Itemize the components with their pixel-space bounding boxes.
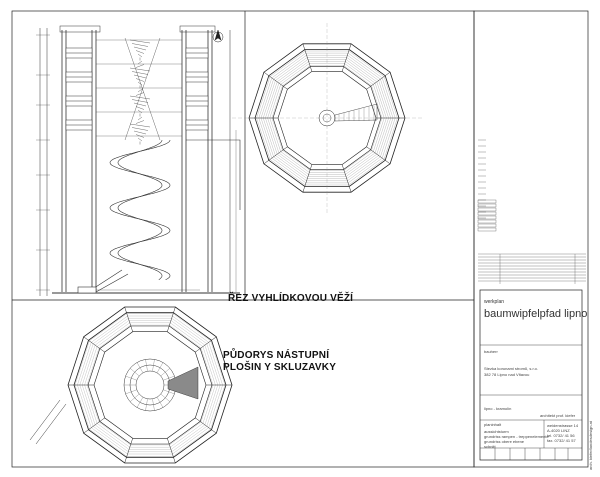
title-block-lines [480,344,582,460]
contact-line1: weidenstrasse 14 [547,423,579,428]
content-line4: schnitt [484,444,496,449]
project-title: baumwipfelpfad lipno [484,308,588,320]
plan-kind: werkplan [484,299,505,305]
side-credit: arch. kiefer/landesdesign.at [588,421,593,470]
tower-section [36,25,241,296]
content-line1: aussichtsturm [484,429,509,434]
plan-title-line2: PLOŠIN Y SKLUZAVKY [223,362,337,373]
platform-plan [29,306,233,464]
upper-level-plan [232,23,422,213]
contact-line3: tel. 0732/ 41 56 [547,433,575,438]
legend-block [477,139,586,284]
client-label: bauherr [484,349,498,354]
stair-flight [124,37,161,145]
contact-line4: fax. 0732/ 41 57 [547,438,576,443]
title-block-frame [479,289,583,461]
right-legend-frame [473,10,589,468]
client-line2: 382 78 Lipno nad Vltavou [484,372,530,377]
plan-title-line1: PŮDORYS NÁSTUPNÍ [223,350,330,361]
north-arrow-icon [212,29,224,43]
content-line3: grundriss obere ebene [484,439,525,444]
contact-line2: A-4020 LINZ [547,428,570,433]
location: lipno - kramolín [484,406,512,411]
slide-spiral [77,139,171,294]
section-title: ŘEZ VYHLÍDKOVOU VĚŽÍ [228,293,354,304]
content-line2: grundriss rampen - treppenelemente [484,434,549,439]
client-line1: Stezka korunami stromů, s.r.o. [484,366,539,371]
architect: architekt prof. kiefer [540,413,576,418]
sheet-content-label: planinhalt [484,422,502,427]
tower-floor-cages [65,39,209,137]
